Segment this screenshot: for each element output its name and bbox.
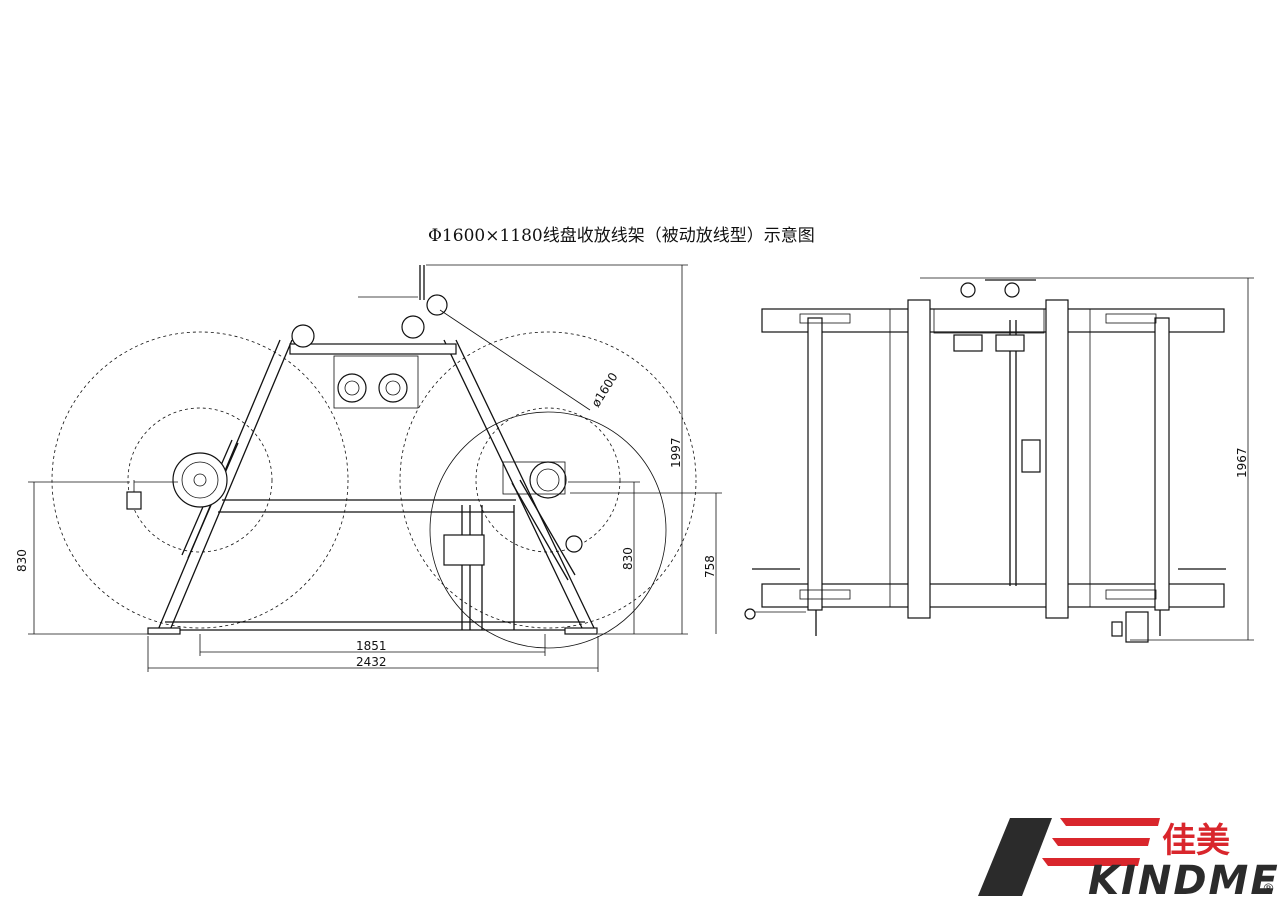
- front-view: ø1600 830 1997 830 758 1851: [15, 264, 722, 672]
- diameter-label: ø1600: [589, 370, 621, 410]
- right-reel-solid-outline: [429, 411, 667, 649]
- dim-inner-width: 1851: [356, 639, 387, 653]
- logo-chinese: 佳美: [1162, 821, 1230, 861]
- logo-registered-mark: ®: [1262, 882, 1275, 897]
- left-reel-hub-outline: [127, 407, 273, 553]
- right-reel-hub-outline: [475, 407, 621, 553]
- dim-total-height: 1997: [669, 437, 683, 468]
- left-reel-hub: [126, 452, 228, 510]
- dim-left-height: 830: [15, 549, 29, 572]
- front-view-dimensions: 830 1997 830 758 1851 2432: [15, 264, 722, 672]
- left-reel-outline: [51, 331, 349, 629]
- side-view-dimensions: 1967: [920, 277, 1254, 641]
- right-reel-hub: [443, 461, 583, 566]
- logo-k-stem: [978, 818, 1052, 896]
- drawing-title: Φ1600×1180线盘收放线架（被动放线型）示意图: [428, 226, 815, 246]
- dim-right-outer-height: 758: [703, 555, 717, 578]
- top-gearbox: [291, 265, 591, 411]
- logo-english: KINDME: [1088, 858, 1278, 898]
- right-reel-outline: [399, 331, 697, 629]
- kindme-logo: 佳美 KINDME ®: [978, 818, 1278, 898]
- dim-right-inner-height: 830: [621, 547, 635, 570]
- a-frame: [147, 339, 598, 635]
- side-view: 1967: [744, 277, 1254, 643]
- dim-overall-width: 2432: [356, 655, 387, 669]
- dim-side-height: 1967: [1235, 447, 1249, 478]
